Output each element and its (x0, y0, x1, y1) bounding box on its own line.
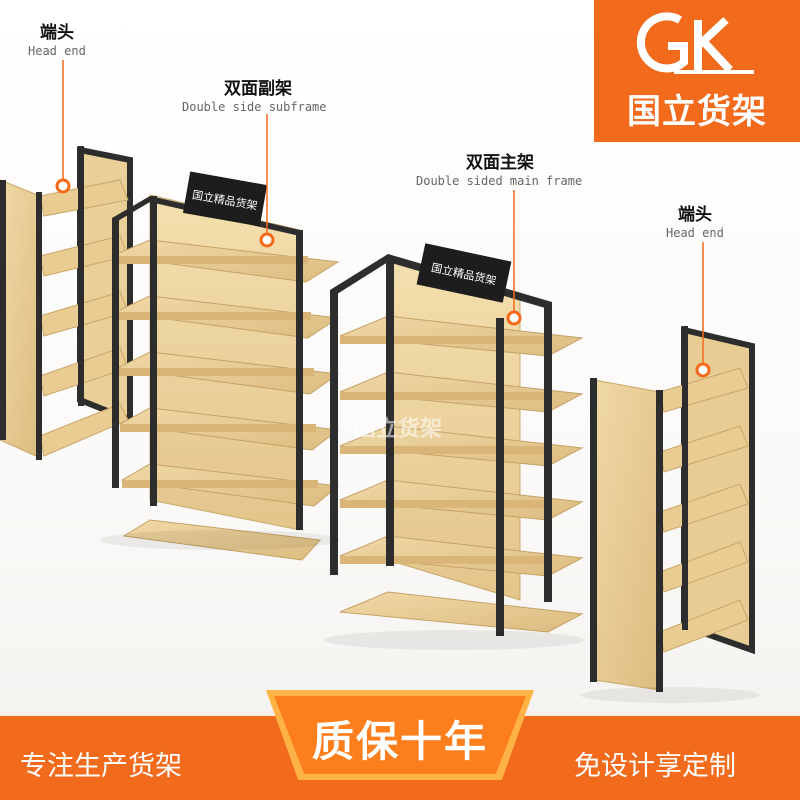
warranty-text: 质保十年 (311, 717, 488, 766)
callout-main-frame-en: Double sided main frame (416, 174, 583, 188)
floor-shadows (100, 530, 760, 703)
callout-lines (55, 60, 711, 378)
watermark-text: 国立货架 (354, 416, 442, 442)
callout-main-frame-zh: 双面主架 (466, 153, 534, 173)
right-end-unit (590, 326, 755, 692)
marker-end-left (55, 178, 71, 194)
brand-logo: 国立货架 (594, 0, 800, 142)
banner-right-text: 免设计享定制 (574, 751, 736, 782)
marker-main-frame (506, 310, 522, 326)
warranty-badge: 质保十年 (266, 690, 534, 780)
callout-end-left-zh: 端头 (40, 23, 74, 43)
main-frame-unit: 国立精品货架 国立货架 (330, 243, 584, 636)
callout-main-frame: 双面主架 Double sided main frame (416, 148, 582, 188)
callout-subframe-zh: 双面副架 (224, 79, 292, 99)
callout-end-right-zh: 端头 (678, 205, 712, 225)
marker-end-right (695, 362, 711, 378)
banner-left-text: 专注生产货架 (20, 751, 182, 782)
gk-logo-icon (636, 12, 754, 74)
marker-subframe (259, 232, 275, 248)
callout-end-left-en: Head end (28, 44, 86, 58)
callout-end-left: 端头 Head end (28, 18, 86, 58)
callout-subframe-en: Double side subframe (182, 100, 327, 114)
brand-name: 国立货架 (627, 92, 767, 132)
callout-end-right: 端头 Head end (666, 200, 724, 240)
callout-subframe: 双面副架 Double side subframe (182, 74, 327, 114)
subframe-unit: 国立精品货架 (110, 171, 340, 561)
callout-end-right-en: Head end (666, 226, 724, 240)
